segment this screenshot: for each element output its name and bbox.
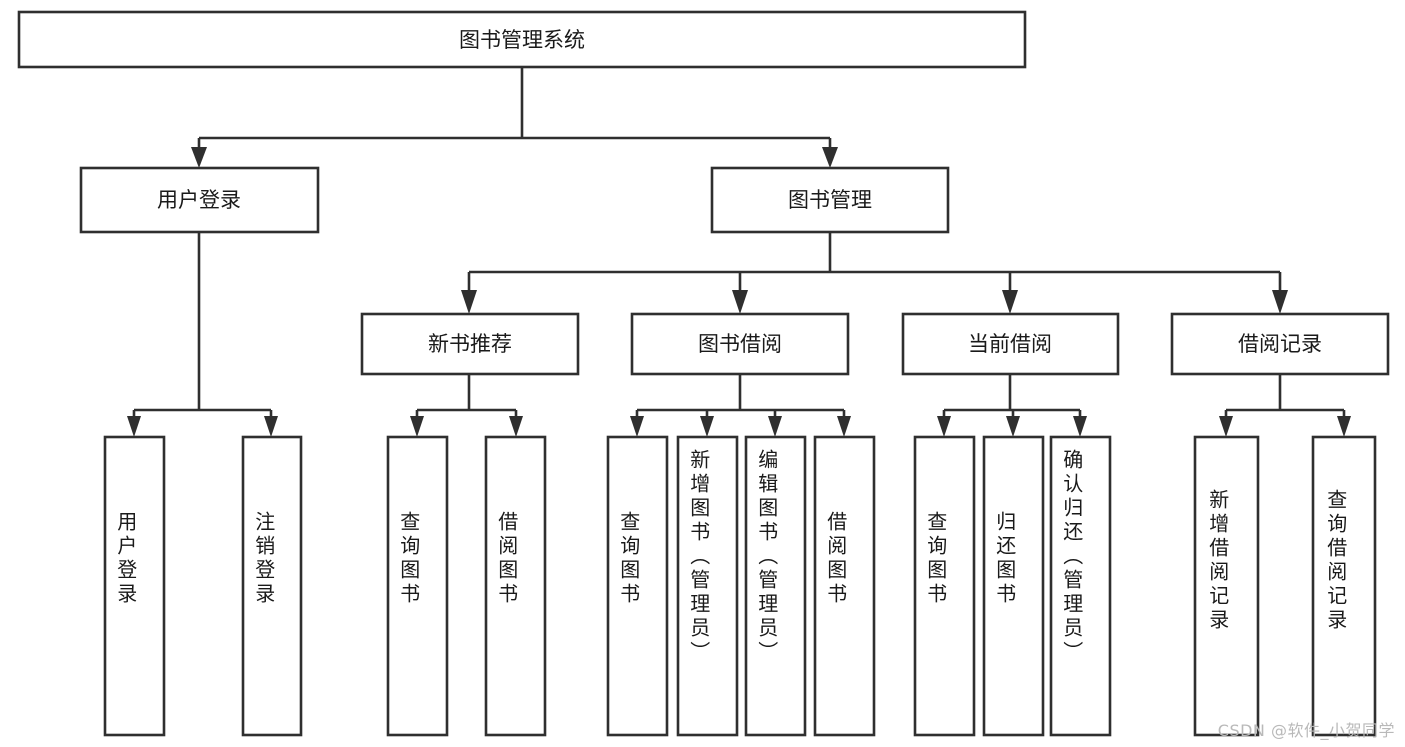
arrow-bm-to-bookborrow xyxy=(732,290,748,314)
node-book-manage-box[interactable] xyxy=(710,166,950,234)
node-new-book-recommend[interactable]: 新书推荐 xyxy=(360,312,580,376)
node-user-login[interactable]: 用户登录 xyxy=(79,166,320,234)
node-leaf-query-record-box[interactable] xyxy=(1311,435,1377,737)
arrow-bm-to-currentborrow xyxy=(1002,290,1018,314)
arrow-bm-to-borrowrecord xyxy=(1272,290,1288,314)
node-current-borrow[interactable]: 当前借阅 xyxy=(901,312,1120,376)
arrow-root-to-book-manage xyxy=(822,147,838,168)
node-leaf-return-book[interactable]: 归还图书 xyxy=(982,435,1045,737)
arrow-nb-to-leaf1 xyxy=(410,416,424,437)
node-leaf-user-login-label: 用户登录 xyxy=(114,511,138,607)
node-leaf-user-login-box[interactable] xyxy=(103,435,166,737)
node-leaf-edit-book-label: 编辑图书（管理员） xyxy=(755,449,779,665)
node-leaf-logout-label: 注销登录 xyxy=(252,511,276,607)
node-leaf-add-book-label: 新增图书（管理员） xyxy=(687,449,711,665)
node-user-login-label: 用户登录 xyxy=(157,188,241,212)
node-leaf-add-book[interactable]: 新增图书（管理员） xyxy=(676,435,739,737)
arrow-bb-to-leaf1 xyxy=(630,416,644,437)
arrow-ul-to-leaf1 xyxy=(127,416,141,437)
node-leaf-edit-book[interactable]: 编辑图书（管理员） xyxy=(744,435,807,737)
arrow-br-to-leaf1 xyxy=(1219,416,1233,437)
arrow-nb-to-leaf2 xyxy=(509,416,523,437)
node-leaf-borrow-book-bw[interactable]: 借阅图书 xyxy=(813,435,876,737)
node-leaf-query-book-cur[interactable]: 查询图书 xyxy=(913,435,976,737)
node-leaf-confirm-return-label: 确认归还（管理员） xyxy=(1060,449,1084,665)
node-leaf-return-book-box[interactable] xyxy=(982,435,1045,737)
node-current-borrow-label: 当前借阅 xyxy=(968,332,1052,356)
node-leaf-borrow-book-bw-box[interactable] xyxy=(813,435,876,737)
connectors-layer xyxy=(127,67,1351,437)
node-book-borrow-box[interactable] xyxy=(630,312,850,376)
arrow-cb-to-leaf2 xyxy=(1006,416,1020,437)
node-leaf-confirm-return-box[interactable] xyxy=(1049,435,1112,737)
node-leaf-query-book-cur-box[interactable] xyxy=(913,435,976,737)
node-leaf-return-book-label: 归还图书 xyxy=(993,511,1017,607)
node-leaf-logout[interactable]: 注销登录 xyxy=(241,435,303,737)
node-leaf-add-record-label: 新增借阅记录 xyxy=(1206,489,1230,633)
node-leaf-query-book-bw-box[interactable] xyxy=(606,435,669,737)
node-leaf-borrow-book-bw-label: 借阅图书 xyxy=(824,511,848,607)
node-leaf-query-book-bw-label: 查询图书 xyxy=(617,511,641,607)
arrow-cb-to-leaf3 xyxy=(1073,416,1087,437)
node-leaf-logout-box[interactable] xyxy=(241,435,303,737)
node-book-borrow-label: 图书借阅 xyxy=(698,332,782,356)
node-new-book-recommend-label: 新书推荐 xyxy=(428,332,512,356)
node-borrow-record-label: 借阅记录 xyxy=(1238,332,1322,356)
node-leaf-query-book-cur-label: 查询图书 xyxy=(924,511,948,607)
node-leaf-add-record[interactable]: 新增借阅记录 xyxy=(1193,435,1260,737)
arrow-bb-to-leaf2 xyxy=(700,416,714,437)
node-leaf-borrow-book-rec[interactable]: 借阅图书 xyxy=(484,435,547,737)
node-leaf-query-book-bw[interactable]: 查询图书 xyxy=(606,435,669,737)
arrow-root-to-user-login xyxy=(191,147,207,168)
node-new-book-recommend-box[interactable] xyxy=(360,312,580,376)
node-leaf-add-book-box[interactable] xyxy=(676,435,739,737)
node-root-label: 图书管理系统 xyxy=(459,28,585,52)
node-root-box[interactable] xyxy=(17,10,1027,69)
arrow-ul-to-leaf2 xyxy=(264,416,278,437)
node-book-borrow[interactable]: 图书借阅 xyxy=(630,312,850,376)
node-leaf-query-record[interactable]: 查询借阅记录 xyxy=(1311,435,1377,737)
arrow-bb-to-leaf4 xyxy=(837,416,851,437)
node-borrow-record[interactable]: 借阅记录 xyxy=(1170,312,1390,376)
node-leaf-add-record-box[interactable] xyxy=(1193,435,1260,737)
node-root[interactable]: 图书管理系统 xyxy=(17,10,1027,69)
arrow-br-to-leaf2 xyxy=(1337,416,1351,437)
node-leaf-confirm-return[interactable]: 确认归还（管理员） xyxy=(1049,435,1112,737)
node-leaf-query-book-rec[interactable]: 查询图书 xyxy=(386,435,449,737)
node-user-login-box[interactable] xyxy=(79,166,320,234)
node-leaf-edit-book-box[interactable] xyxy=(744,435,807,737)
arrow-bb-to-leaf3 xyxy=(768,416,782,437)
node-book-manage[interactable]: 图书管理 xyxy=(710,166,950,234)
node-leaf-query-record-label: 查询借阅记录 xyxy=(1324,489,1348,633)
node-current-borrow-box[interactable] xyxy=(901,312,1120,376)
arrow-cb-to-leaf1 xyxy=(937,416,951,437)
node-leaf-user-login[interactable]: 用户登录 xyxy=(103,435,166,737)
arrow-bm-to-newbook xyxy=(461,290,477,314)
node-leaf-borrow-book-rec-box[interactable] xyxy=(484,435,547,737)
node-borrow-record-box[interactable] xyxy=(1170,312,1390,376)
node-leaf-query-book-rec-label: 查询图书 xyxy=(397,511,421,607)
node-leaf-borrow-book-rec-label: 借阅图书 xyxy=(495,511,519,607)
node-leaf-query-book-rec-box[interactable] xyxy=(386,435,449,737)
node-book-manage-label: 图书管理 xyxy=(788,188,872,212)
